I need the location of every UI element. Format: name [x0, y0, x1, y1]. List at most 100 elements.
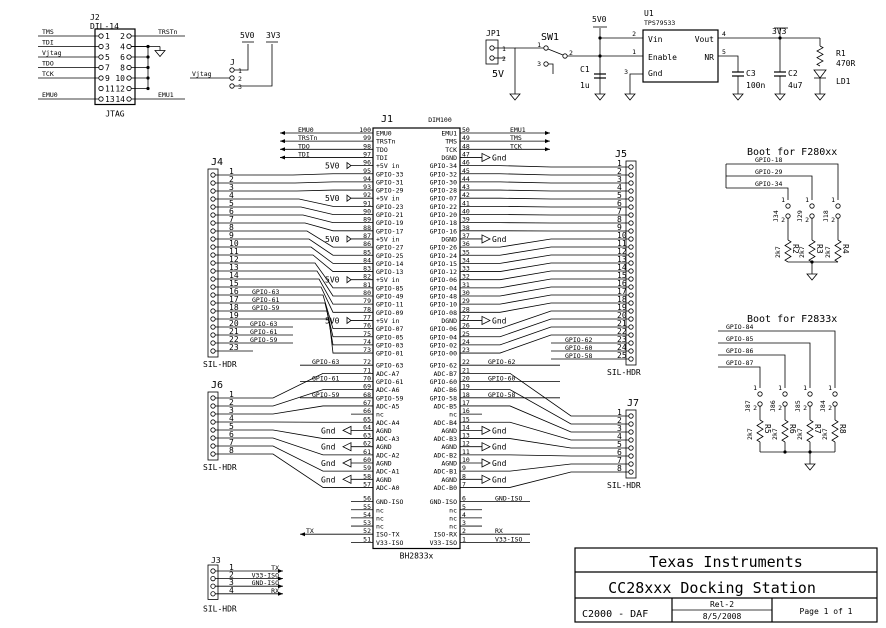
pin-name: ADC-B6 — [434, 386, 458, 394]
pin-circle — [126, 64, 132, 71]
pin-number: 4 — [617, 183, 622, 192]
j7-ref: J7 — [627, 398, 639, 409]
pin-circle — [809, 203, 815, 209]
pin-circle — [628, 356, 634, 362]
pin-number: 26 — [462, 322, 470, 330]
pin-circle — [628, 324, 634, 330]
pin-circle — [210, 308, 216, 314]
net-label: GPIO-63 — [250, 320, 277, 328]
pin-number: 65 — [363, 415, 371, 423]
pin-circle — [210, 583, 216, 589]
gnd-flag — [481, 458, 491, 468]
net-label: GPIO-62 — [565, 336, 592, 344]
pin-number: 23 — [462, 346, 470, 354]
pin-name: AGND — [376, 460, 392, 468]
pin-number: 88 — [363, 224, 371, 232]
pin-name: Vout — [695, 35, 714, 44]
pin-number: 78 — [363, 305, 371, 313]
junction-dot — [146, 55, 150, 59]
pin-name: DGND — [441, 154, 457, 162]
pin-number: 6 — [120, 53, 125, 62]
pin-circle — [210, 172, 216, 178]
jumper-label: J29 — [796, 210, 804, 222]
pin-number: 62 — [363, 440, 371, 448]
net-label: V33-ISO — [252, 572, 279, 580]
arrow-icon — [280, 155, 285, 160]
ground-symbol — [509, 93, 521, 101]
j1-pin-3: 3nc — [449, 519, 482, 531]
j3-ref: J3 — [211, 556, 221, 565]
pin-number: 22 — [462, 358, 470, 366]
pin-circle — [126, 75, 132, 81]
power-label: 5V0 — [325, 194, 340, 203]
pin-number: 13 — [229, 263, 239, 272]
pin-number: 94 — [363, 175, 371, 183]
pin-number: 64 — [363, 423, 371, 431]
pin-name: GND-ISO — [430, 498, 457, 506]
c2-ref: C2 — [788, 69, 798, 78]
arrow-icon — [545, 139, 550, 144]
net-wire — [482, 294, 591, 305]
pin-circle — [210, 220, 216, 226]
pin-number: 6 — [617, 448, 622, 457]
pin-number: 66 — [363, 407, 371, 415]
pin-name: +5V in — [376, 195, 400, 203]
pin-name: V33-ISO — [376, 539, 403, 547]
gnd-flag — [481, 152, 491, 163]
gnd-flag — [481, 315, 491, 326]
arrow-icon — [278, 569, 283, 573]
pin-circle — [543, 45, 549, 51]
power-flag — [346, 275, 352, 284]
pin-name: GPIO-10 — [430, 301, 457, 309]
pin-number: 1 — [229, 167, 234, 176]
pin-name: ADC-B1 — [434, 468, 458, 476]
pin-circle — [210, 575, 216, 582]
pin-number: 18 — [617, 295, 627, 304]
pin-number: 11 — [105, 85, 115, 94]
pin-number: 81 — [363, 281, 371, 289]
pin-name: ADC-A5 — [376, 402, 400, 410]
pin-number: 3 — [229, 578, 234, 587]
pin-number: 3 — [229, 406, 234, 415]
gnd-label: Gnd — [492, 443, 507, 452]
wire — [718, 55, 739, 72]
u1-part: TPS79533 — [644, 19, 675, 27]
pin-number: 46 — [462, 159, 470, 167]
pin-number: 1 — [229, 563, 234, 572]
pin-circle — [210, 395, 216, 401]
pin-circle — [229, 67, 235, 73]
pin-circle — [832, 401, 838, 407]
pin-name: ADC-A4 — [376, 419, 400, 427]
pin-number: 1 — [778, 384, 782, 392]
ld1-ref: LD1 — [836, 77, 851, 86]
pin-number: 8 — [229, 446, 234, 455]
pin-circle — [210, 435, 216, 441]
r1-ref: R1 — [836, 49, 846, 58]
pin-number: 8 — [120, 64, 125, 73]
pin-number: 42 — [462, 191, 470, 199]
pin-circle — [628, 252, 634, 258]
junction-dot — [810, 260, 814, 264]
pin-name: GPIO-26 — [430, 244, 457, 252]
net-wire — [253, 246, 351, 264]
pin-name: GPIO-31 — [376, 178, 403, 186]
arrow-icon — [300, 532, 305, 537]
pin-name: DGND — [441, 317, 457, 325]
pin-number: 4 — [229, 586, 234, 595]
net-wire — [253, 453, 351, 488]
pin-number: 33 — [462, 265, 470, 273]
net-wire — [482, 254, 591, 264]
c1-ref: C1 — [580, 65, 590, 74]
pin-number: 34 — [462, 256, 470, 264]
net-wire — [726, 187, 789, 200]
pin-name: TDI — [376, 154, 388, 162]
pin-number: 59 — [363, 464, 371, 472]
pin-circle — [628, 268, 634, 274]
pin-number: 2 — [229, 398, 234, 407]
